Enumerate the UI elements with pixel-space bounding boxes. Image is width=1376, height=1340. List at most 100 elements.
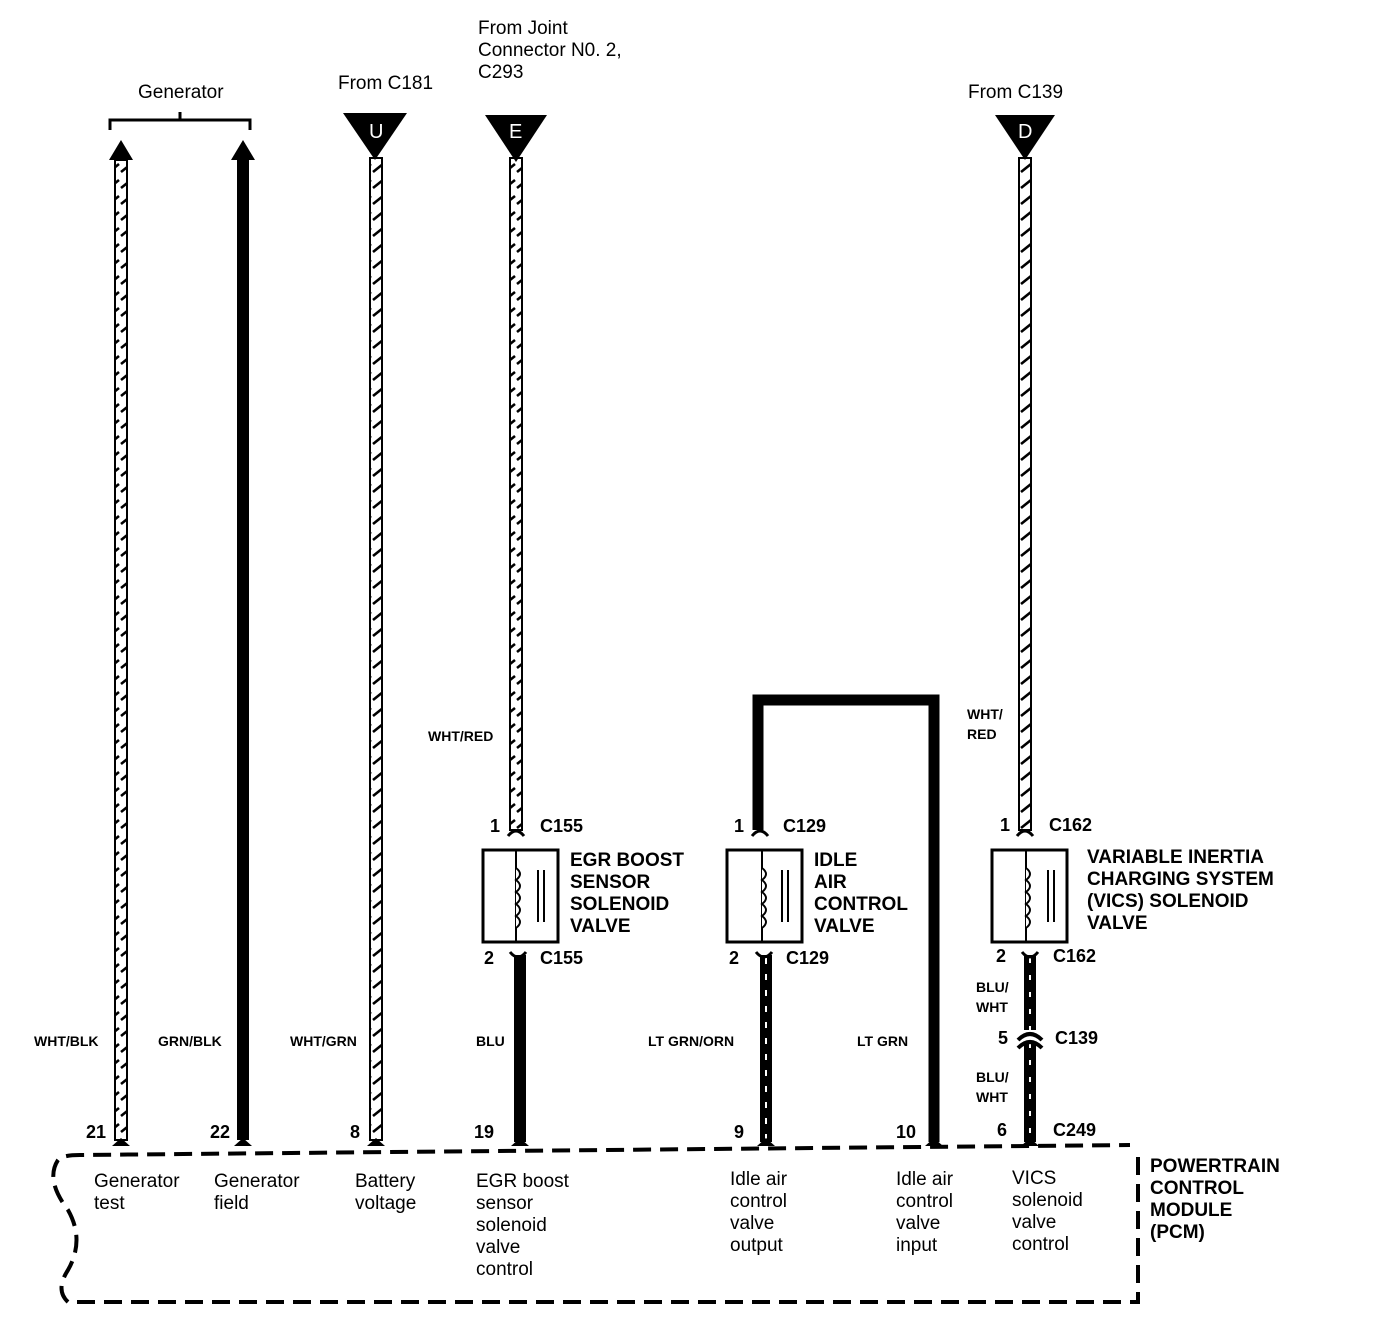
svg-text:CONTROL: CONTROL — [1150, 1178, 1244, 1199]
vics-connector-bottom: C162 — [1053, 946, 1096, 966]
source-joint-line2: Connector N0. 2, — [478, 40, 622, 61]
svg-text:Idle air: Idle air — [730, 1169, 788, 1190]
iac-pin-2: 2 — [729, 948, 739, 968]
wire-generator-field — [231, 140, 255, 1140]
svg-text:POWERTRAIN: POWERTRAIN — [1150, 1156, 1280, 1177]
c139-connector-icon — [1016, 1032, 1044, 1042]
source-joint-line3: C293 — [478, 62, 523, 83]
wire-color-vics-mid-2: WHT — [976, 999, 1008, 1015]
wire-color-22: GRN/BLK — [158, 1033, 222, 1049]
vics-solenoid-label: VARIABLE INERTIA CHARGING SYSTEM (VICS) … — [1087, 847, 1274, 934]
generator-bracket — [108, 112, 252, 130]
svg-text:control: control — [1012, 1234, 1069, 1255]
svg-text:solenoid: solenoid — [1012, 1190, 1083, 1211]
pcm-pin-9-desc: Idle air control valve output — [730, 1169, 788, 1256]
pcm-pin-terminals — [112, 1138, 1039, 1146]
arrow-up-icon — [231, 140, 255, 160]
svg-text:valve: valve — [1012, 1212, 1056, 1233]
vics-solenoid-box — [990, 848, 1069, 944]
svg-text:valve: valve — [476, 1237, 520, 1258]
wire-color-vics-top-2: RED — [967, 726, 997, 742]
svg-text:Battery: Battery — [355, 1171, 416, 1192]
coil-icon — [760, 867, 767, 929]
wire-color-10: LT GRN — [857, 1033, 908, 1049]
svg-text:MODULE: MODULE — [1150, 1200, 1232, 1221]
pcm-label: POWERTRAIN CONTROL MODULE (PCM) — [1150, 1156, 1280, 1243]
svg-text:control: control — [896, 1191, 953, 1212]
generator-label: Generator — [138, 82, 224, 103]
svg-text:test: test — [94, 1193, 125, 1214]
egr-connector-bottom: C155 — [540, 948, 583, 968]
wire-generator-test — [109, 140, 133, 1141]
wire-battery-voltage — [343, 113, 407, 1141]
pcm-pin-10-desc: Idle air control valve input — [896, 1169, 954, 1256]
egr-pin-1: 1 — [490, 816, 500, 836]
source-c181: From C181 — [338, 73, 433, 94]
egr-connector-top: C155 — [540, 816, 583, 836]
marker-d: D — [1018, 121, 1032, 143]
svg-text:SENSOR: SENSOR — [570, 872, 651, 893]
c139-pin: 5 — [998, 1028, 1008, 1048]
svg-text:CONTROL: CONTROL — [814, 894, 908, 915]
triangle-connector-e — [485, 115, 547, 162]
iac-connector-bottom: C129 — [786, 948, 829, 968]
svg-text:output: output — [730, 1235, 784, 1256]
c139-connector: C139 — [1055, 1028, 1098, 1048]
pcm-pin-19-desc: EGR boost sensor solenoid valve control — [476, 1171, 570, 1280]
pcm-pin-8: 8 — [350, 1122, 360, 1142]
wire-color-8: WHT/GRN — [290, 1033, 357, 1049]
wire-color-vics-bot-1: BLU/ — [976, 1069, 1009, 1085]
vics-pin-1: 1 — [1000, 815, 1010, 835]
marker-e: E — [509, 121, 522, 143]
source-c139: From C139 — [968, 82, 1063, 103]
svg-text:control: control — [476, 1259, 533, 1280]
svg-text:VALVE: VALVE — [1087, 913, 1148, 934]
arrow-up-icon — [109, 140, 133, 160]
svg-text:input: input — [896, 1235, 938, 1256]
egr-solenoid-box — [481, 848, 560, 944]
pcm-pin-6-desc: VICS solenoid valve control — [1012, 1168, 1083, 1255]
svg-text:control: control — [730, 1191, 787, 1212]
wire-vics-top — [995, 115, 1055, 831]
svg-text:voltage: voltage — [355, 1193, 416, 1214]
svg-text:valve: valve — [896, 1213, 940, 1234]
svg-text:Idle air: Idle air — [896, 1169, 954, 1190]
svg-text:valve: valve — [730, 1213, 774, 1234]
svg-text:SOLENOID: SOLENOID — [570, 894, 669, 915]
svg-text:CHARGING SYSTEM: CHARGING SYSTEM — [1087, 869, 1274, 890]
iac-connector-top: C129 — [783, 816, 826, 836]
egr-solenoid-label: EGR BOOST SENSOR SOLENOID VALVE — [570, 850, 684, 937]
pcm-pin-9: 9 — [734, 1122, 744, 1142]
iac-solenoid-box — [725, 848, 804, 944]
pcm-pin-19: 19 — [474, 1122, 494, 1142]
pcm-pin-21-desc: Generator test — [94, 1171, 180, 1214]
svg-text:Generator: Generator — [94, 1171, 180, 1192]
source-joint-line1: From Joint — [478, 18, 568, 39]
pcm-pin-22: 22 — [210, 1122, 230, 1142]
iac-valve-label: IDLE AIR CONTROL VALVE — [814, 850, 908, 937]
egr-pin-2: 2 — [484, 948, 494, 968]
wire-color-19: BLU — [476, 1033, 505, 1049]
svg-text:IDLE: IDLE — [814, 850, 857, 871]
pcm-pin-21: 21 — [86, 1122, 106, 1142]
wire-egr-control — [514, 955, 526, 1142]
wire-egr-top — [485, 115, 547, 831]
iac-pin-1: 1 — [734, 816, 744, 836]
svg-text:solenoid: solenoid — [476, 1215, 547, 1236]
svg-text:VICS: VICS — [1012, 1168, 1056, 1189]
svg-text:(VICS) SOLENOID: (VICS) SOLENOID — [1087, 891, 1249, 912]
svg-text:EGR BOOST: EGR BOOST — [570, 850, 684, 871]
wire-color-9: LT GRN/ORN — [648, 1033, 734, 1049]
svg-text:VALVE: VALVE — [570, 916, 631, 937]
svg-text:field: field — [214, 1193, 249, 1214]
wire-iac-output — [760, 955, 772, 1142]
pcm-pin-10: 10 — [896, 1122, 916, 1142]
wire-color-vics-bot-2: WHT — [976, 1089, 1008, 1105]
c249-pin: 6 — [997, 1120, 1007, 1140]
wire-iac-input-loop — [752, 694, 940, 1142]
svg-text:(PCM): (PCM) — [1150, 1222, 1205, 1243]
svg-text:VALVE: VALVE — [814, 916, 875, 937]
vics-pin-2: 2 — [996, 946, 1006, 966]
svg-text:VARIABLE INERTIA: VARIABLE INERTIA — [1087, 847, 1264, 868]
